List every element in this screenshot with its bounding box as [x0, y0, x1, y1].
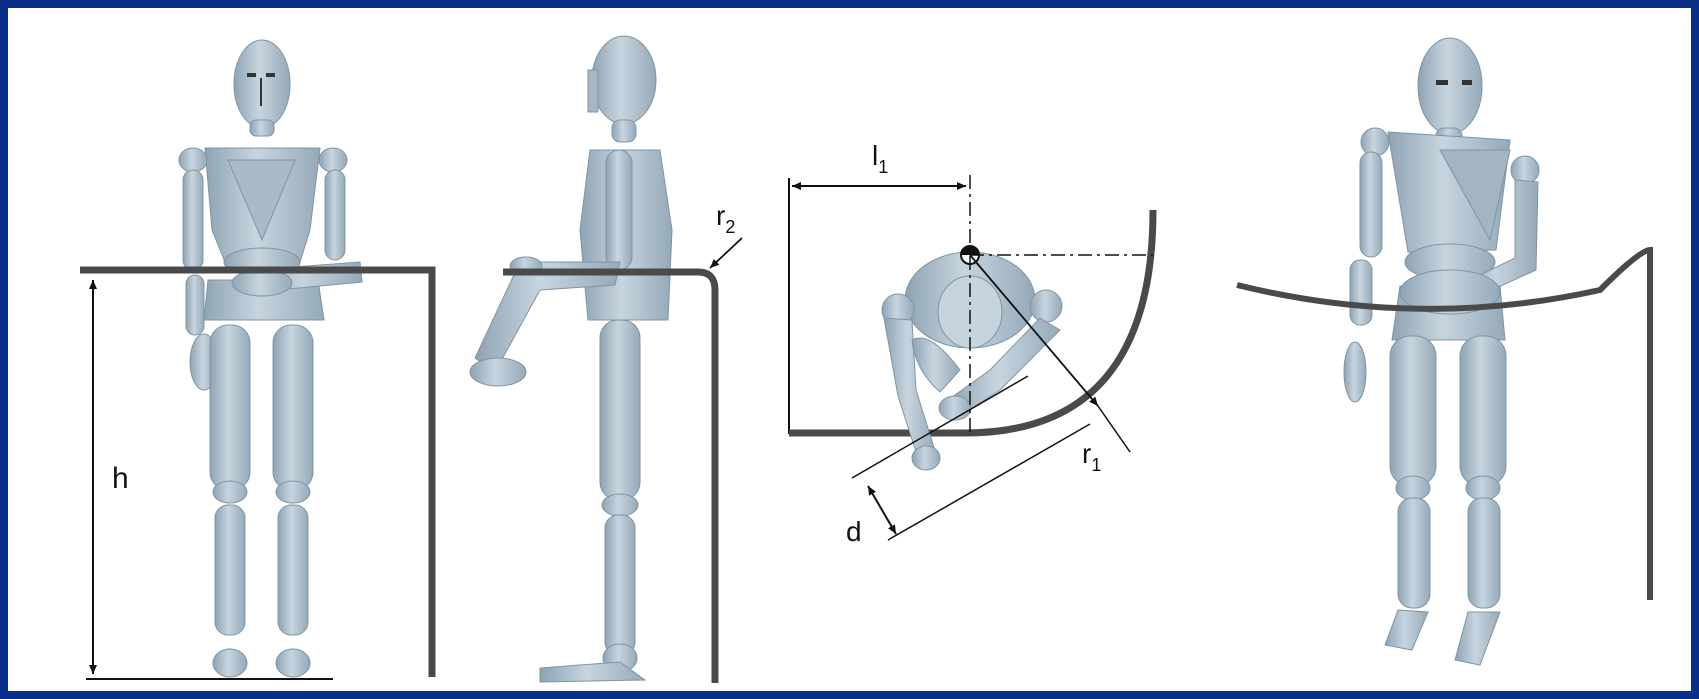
handrail-top	[789, 209, 1157, 437]
ergonomic-handrail-diagram: h r2	[80, 35, 1653, 683]
perspective-view-panel	[1236, 37, 1653, 666]
height-label: h	[112, 462, 129, 495]
radius2-label: r2	[716, 200, 735, 237]
distance-dimension-line	[867, 485, 897, 535]
mannequin-front	[178, 39, 363, 678]
eye-icon	[1462, 80, 1472, 85]
radius1-line	[969, 254, 1099, 407]
mannequin-top	[881, 251, 1063, 471]
eye-icon	[247, 73, 256, 77]
handrail-front	[80, 266, 436, 677]
diagram-canvas: h r2	[8, 8, 1691, 691]
mannequin-perspective	[1343, 37, 1540, 666]
front-view-panel: h	[80, 39, 436, 680]
side-view-panel: r2	[469, 35, 743, 683]
handrail-side	[503, 268, 719, 683]
length-label: l1	[872, 140, 888, 177]
eye-icon	[266, 73, 275, 77]
d-extension-line-2	[887, 423, 1091, 541]
distance-label: d	[846, 516, 862, 547]
top-view-panel: l1 r1 d	[788, 140, 1157, 547]
radius2-leader	[709, 237, 743, 269]
handrail-perspective	[1236, 246, 1653, 600]
mannequin-side	[469, 35, 673, 683]
radius1-label: r1	[1082, 438, 1101, 475]
eye-icon	[1436, 80, 1448, 85]
d-extension-line-1	[851, 375, 1029, 479]
